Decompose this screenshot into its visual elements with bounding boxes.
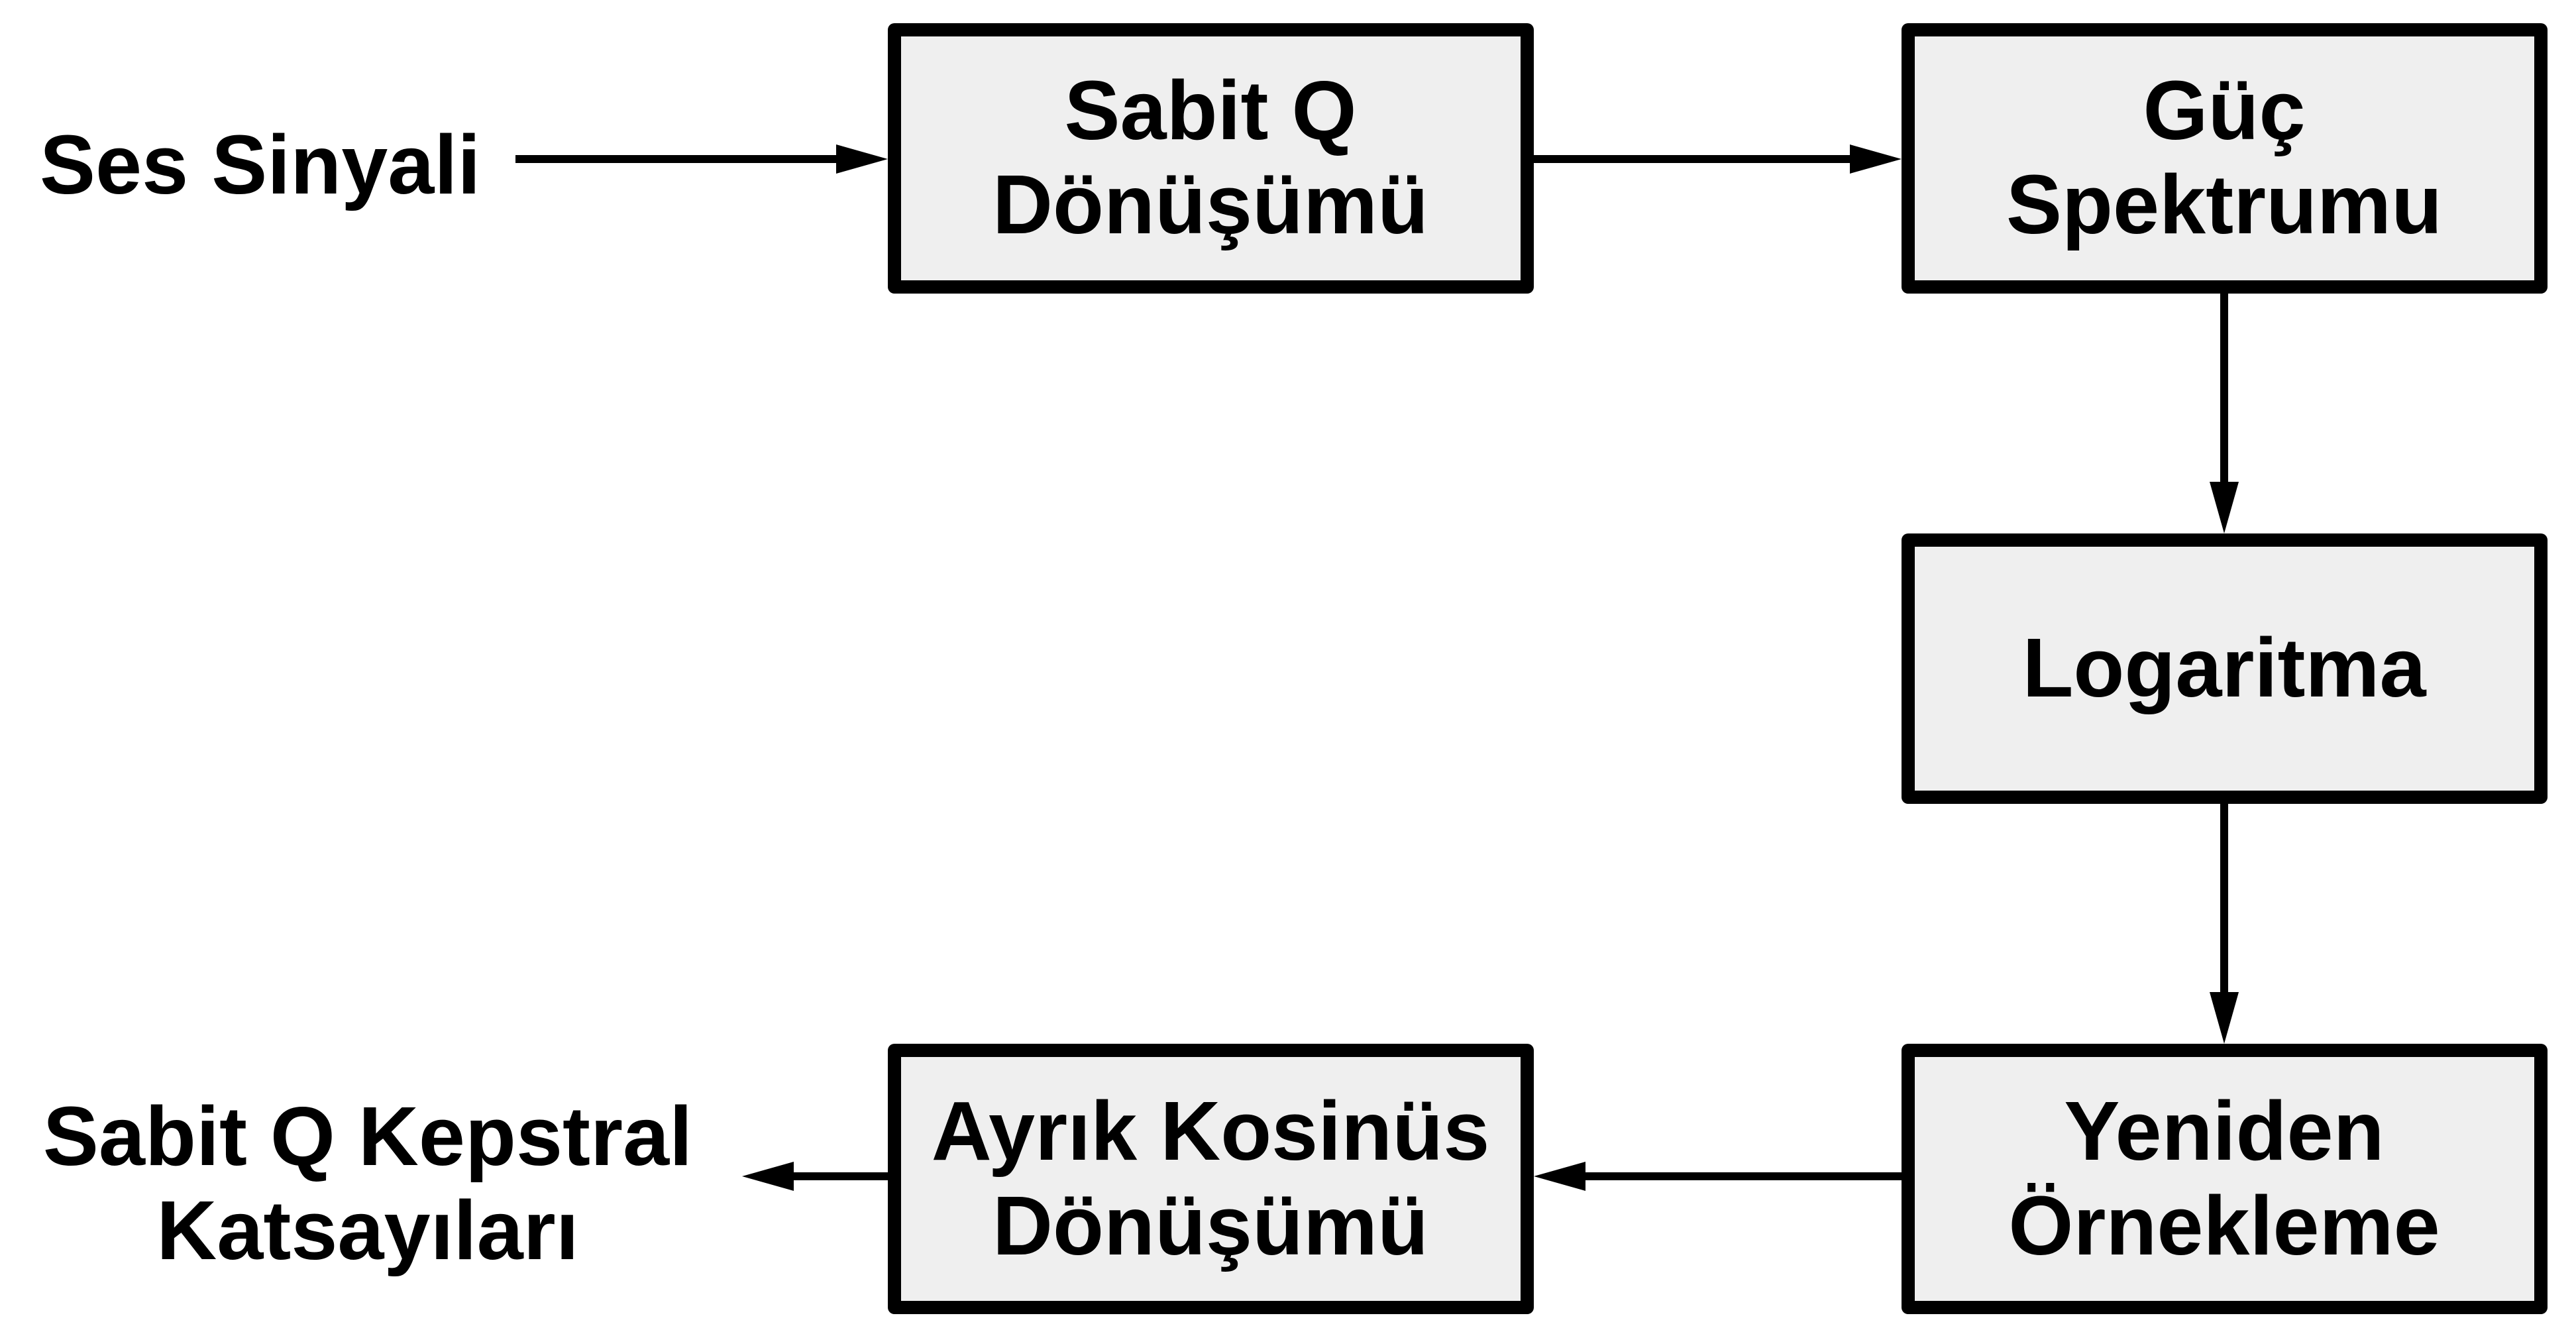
arrow-logarithm-to-resampling: [2210, 804, 2239, 1044]
box-resampling: Yeniden Örnekleme: [1902, 1044, 2548, 1314]
box-power-spectrum-line2: Spektrumu: [2006, 158, 2442, 251]
arrow-resampling-to-dct: [1534, 1162, 1902, 1191]
box-power-spectrum-line1: Güç: [2143, 64, 2305, 157]
box-discrete-cosine-transform-line2: Dönüşümü: [993, 1179, 1428, 1272]
box-discrete-cosine-transform: Ayrık Kosinüs Dönüşümü: [888, 1044, 1534, 1314]
box-resampling-line1: Yeniden: [2064, 1084, 2384, 1178]
box-constant-q-transform-line1: Sabit Q: [1064, 64, 1356, 157]
box-power-spectrum: Güç Spektrumu: [1902, 23, 2548, 294]
arrow-power-spectrum-to-logarithm: [2210, 294, 2239, 533]
box-discrete-cosine-transform-line1: Ayrık Kosinüs: [932, 1084, 1490, 1178]
box-constant-q-transform: Sabit Q Dönüşümü: [888, 23, 1534, 294]
output-label-line2: Katsayıları: [156, 1184, 578, 1277]
arrow-dct-to-output: [742, 1162, 888, 1191]
box-logarithm-line1: Logaritma: [2022, 621, 2426, 714]
box-logarithm: Logaritma: [1902, 533, 2548, 804]
arrow-input-to-cqt: [515, 144, 888, 174]
input-label: Ses Sinyali: [40, 118, 480, 211]
output-label-line1: Sabit Q Kepstral: [43, 1089, 692, 1183]
box-constant-q-transform-line2: Dönüşümü: [993, 158, 1428, 251]
arrow-cqt-to-power-spectrum: [1534, 144, 1902, 174]
box-resampling-line2: Örnekleme: [2008, 1179, 2440, 1272]
